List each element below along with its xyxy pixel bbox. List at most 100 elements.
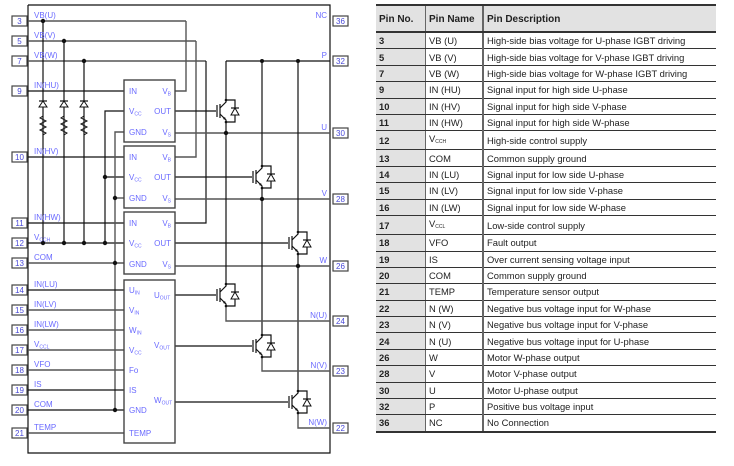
pin-number: 20	[15, 406, 24, 415]
pin-description-cell: Positive bus voltage input	[482, 398, 716, 416]
pin-number-box	[332, 127, 349, 139]
diode-icon	[302, 397, 312, 407]
pin-number: 18	[15, 366, 24, 375]
pin-name-cell: IN (HV)	[425, 98, 483, 115]
pin-label: IN(LW)	[34, 320, 59, 329]
left-pin-3: 3VB(U)	[11, 11, 56, 27]
diagram-wiring	[27, 4, 331, 454]
pin-number: 5	[17, 37, 22, 46]
right-pin-26: 26W	[319, 256, 349, 272]
pin-number-cell: 32	[376, 398, 426, 416]
ls-uout-label: UOUT	[154, 291, 170, 302]
pin-number-box	[11, 344, 28, 356]
driver-vb-label-sub: B	[168, 158, 172, 164]
pin-label: VB(U)	[34, 11, 56, 20]
pin-name-cell: P	[425, 398, 483, 416]
pin-number-cell: 21	[376, 283, 426, 301]
pin-name-cell: COM	[425, 149, 483, 167]
pin-description-cell: Signal input for high side W-phase	[482, 114, 716, 132]
driver-vs-label-sub: S	[168, 133, 172, 139]
ls-uin-label: UIN	[129, 286, 140, 297]
pin-label-sub: CCH	[39, 238, 50, 244]
pin-number-cell: 12	[376, 130, 426, 151]
pin-number-box	[11, 55, 28, 67]
driver-vs-label: VS	[162, 194, 171, 205]
igbt-lw-icon	[288, 389, 312, 415]
collector	[291, 391, 299, 400]
collector	[255, 166, 263, 175]
pin-description-cell: Low-side control supply	[482, 215, 716, 236]
ls-vin-label: VIN	[129, 306, 140, 317]
pin-description-cell: Over current sensing voltage input	[482, 251, 716, 268]
ls-vout-label-main: V	[154, 341, 160, 350]
driver-gnd-label: GND	[129, 194, 147, 203]
pin-number-box	[11, 85, 28, 97]
pin-name-cell: COM	[425, 267, 483, 285]
driver-vs-label-sub: S	[168, 199, 172, 205]
ls-is-label: IS	[129, 386, 137, 395]
pin-name-cell: VCCL	[425, 215, 483, 236]
pin-label: IN(HV)	[34, 147, 59, 156]
ls-vout-label: VOUT	[154, 341, 170, 352]
pin-description-cell: Signal input for low side W-phase	[482, 199, 716, 216]
ls-win-label-sub: IN	[137, 331, 142, 337]
pin-number-cell: 26	[376, 349, 426, 367]
pin-name-subscript: CCH	[435, 138, 447, 145]
table-header-row: Pin No. Pin Name Pin Description	[376, 4, 716, 33]
driver-vcc-label-sub: CC	[134, 244, 142, 250]
pin-label: VB(V)	[34, 31, 56, 40]
nv-return	[261, 357, 330, 372]
com-vertical	[114, 131, 124, 410]
junction-dot	[224, 304, 228, 308]
driver-vb-label: VB	[162, 153, 171, 164]
pin-number-cell: 19	[376, 251, 426, 268]
emitter-arrow	[295, 408, 298, 411]
junction-dot	[224, 98, 228, 102]
pin-description-cell: No Connection	[482, 414, 716, 433]
pin-number-cell: 17	[376, 215, 426, 236]
pin-number-cell: 23	[376, 316, 426, 334]
pin-number-box	[332, 315, 349, 327]
vb-u-return	[175, 21, 187, 92]
pin-label: U	[321, 123, 327, 132]
emitter-arrow	[259, 352, 262, 355]
pin-name-cell: NC	[425, 414, 483, 433]
header-pin-no: Pin No.	[376, 4, 426, 33]
pin-number-cell: 14	[376, 166, 426, 184]
frame-left-bottom	[27, 5, 163, 454]
pin-name-cell: IN (LW)	[425, 199, 483, 216]
diode-icon	[266, 172, 276, 182]
left-pin-7: 7VB(W)	[11, 51, 58, 67]
igbt-hw-icon	[288, 230, 312, 256]
junction-dot	[102, 240, 108, 246]
header-pin-description: Pin Description	[482, 4, 716, 33]
ls-vin-label-main: V	[129, 306, 135, 315]
pin-label: IS	[34, 380, 42, 389]
right-pin-23: 23N(V)	[311, 361, 349, 377]
ls-vin-label-sub: IN	[134, 311, 139, 317]
pin-number-cell: 18	[376, 234, 426, 252]
pin-description-cell: Signal input for high side V-phase	[482, 98, 716, 115]
right-pin-24: 24N(U)	[310, 311, 349, 327]
driver-vcc-label-main: V	[129, 173, 135, 182]
pin-number: 9	[17, 87, 22, 96]
junction-dot	[295, 263, 301, 269]
drivers: INVCCGNDVBOUTVSINVCCGNDVBOUTVSINVCCGNDVB…	[123, 79, 176, 444]
resistor-icon	[79, 115, 89, 136]
